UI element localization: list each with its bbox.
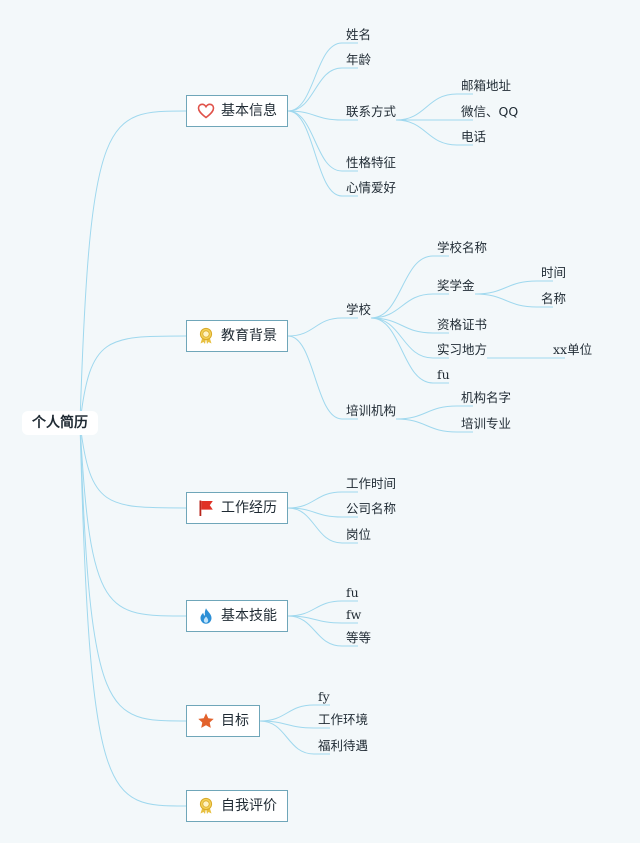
leaf-school-name[interactable]: 学校名称 <box>437 240 488 255</box>
connector-line <box>79 335 187 424</box>
connector-line <box>287 335 343 420</box>
leaf-etc[interactable]: 等等 <box>346 630 372 645</box>
connector-line <box>287 110 343 172</box>
connector-line <box>259 720 315 755</box>
leaf-fw[interactable]: fw <box>346 607 362 622</box>
connector-line <box>79 422 187 509</box>
connector-line <box>395 405 458 420</box>
branch-label: 教育背景 <box>221 328 277 344</box>
connector-line <box>287 110 343 121</box>
connector-line <box>395 418 458 433</box>
leaf-institution-name[interactable]: 机构名字 <box>461 390 512 405</box>
connector-line <box>287 110 343 197</box>
connector-line <box>370 317 434 359</box>
node-school[interactable]: 学校 <box>346 302 372 317</box>
branch-label: 自我评价 <box>221 798 277 814</box>
connector-line <box>287 67 343 112</box>
leaf-fu[interactable]: fu <box>346 585 359 600</box>
leaf-position[interactable]: 岗位 <box>346 527 372 542</box>
node-scholarship[interactable]: 奖学金 <box>437 278 475 293</box>
leaf-fy[interactable]: fy <box>318 689 330 704</box>
award-ribbon-icon <box>197 797 215 815</box>
connector-line <box>370 317 434 334</box>
connector-line <box>370 255 434 319</box>
leaf-benefits[interactable]: 福利待遇 <box>318 738 369 753</box>
connector-line <box>79 422 187 807</box>
leaf-name[interactable]: 姓名 <box>346 27 372 42</box>
branch-self-evaluation[interactable]: 自我评价 <box>186 790 288 822</box>
blue-flame-icon <box>197 607 215 625</box>
branch-basic-info[interactable]: 基本信息 <box>186 95 288 127</box>
branch-label: 基本技能 <box>221 608 277 624</box>
leaf-scholarship-name[interactable]: 名称 <box>541 291 567 306</box>
connector-line <box>287 507 343 518</box>
connector-line <box>79 422 187 617</box>
connector-line <box>287 317 343 337</box>
connector-line <box>287 615 343 647</box>
connector-line <box>287 42 343 112</box>
branch-work-experience[interactable]: 工作经历 <box>186 492 288 524</box>
branch-goals[interactable]: 目标 <box>186 705 260 737</box>
branch-basic-skills[interactable]: 基本技能 <box>186 600 288 632</box>
leaf-age[interactable]: 年龄 <box>346 52 372 67</box>
connector-line <box>287 507 343 544</box>
leaf-work-time[interactable]: 工作时间 <box>346 476 397 491</box>
root-node[interactable]: 个人简历 <box>22 411 98 435</box>
node-contact[interactable]: 联系方式 <box>346 104 397 119</box>
connector-line <box>370 293 434 319</box>
connector-line <box>287 600 343 617</box>
connector-line <box>370 317 434 384</box>
branch-education[interactable]: 教育背景 <box>186 320 288 352</box>
leaf-fu[interactable]: fu <box>437 367 450 382</box>
award-ribbon-icon <box>197 327 215 345</box>
connector-line <box>259 704 315 722</box>
branch-label: 目标 <box>221 713 249 729</box>
leaf-training-major[interactable]: 培训专业 <box>461 416 512 431</box>
leaf-hobbies[interactable]: 心情爱好 <box>346 180 397 195</box>
red-flag-icon <box>197 499 215 517</box>
leaf-phone[interactable]: 电话 <box>461 129 487 144</box>
leaf-wechat-qq[interactable]: 微信、QQ <box>461 104 519 119</box>
leaf-personality[interactable]: 性格特征 <box>346 155 397 170</box>
leaf-certificates[interactable]: 资格证书 <box>437 317 488 332</box>
leaf-email[interactable]: 邮箱地址 <box>461 78 512 93</box>
connector-line <box>474 280 538 295</box>
leaf-work-environment[interactable]: 工作环境 <box>318 712 369 727</box>
branch-label: 基本信息 <box>221 103 277 119</box>
connector-line <box>79 110 187 424</box>
connector-line <box>259 720 315 729</box>
connector-line <box>79 422 187 722</box>
connector-line <box>287 615 343 624</box>
connector-line <box>395 119 458 146</box>
node-internship[interactable]: 实习地方 <box>437 342 488 357</box>
heart-icon <box>197 102 215 120</box>
leaf-internship-unit[interactable]: xx单位 <box>553 342 593 357</box>
node-training-institution[interactable]: 培训机构 <box>346 403 397 418</box>
leaf-company-name[interactable]: 公司名称 <box>346 501 397 516</box>
connector-line <box>395 93 458 121</box>
connector-line <box>474 293 538 308</box>
leaf-time[interactable]: 时间 <box>541 265 567 280</box>
branch-label: 工作经历 <box>221 500 277 516</box>
orange-star-icon <box>197 712 215 730</box>
connector-line <box>287 491 343 509</box>
